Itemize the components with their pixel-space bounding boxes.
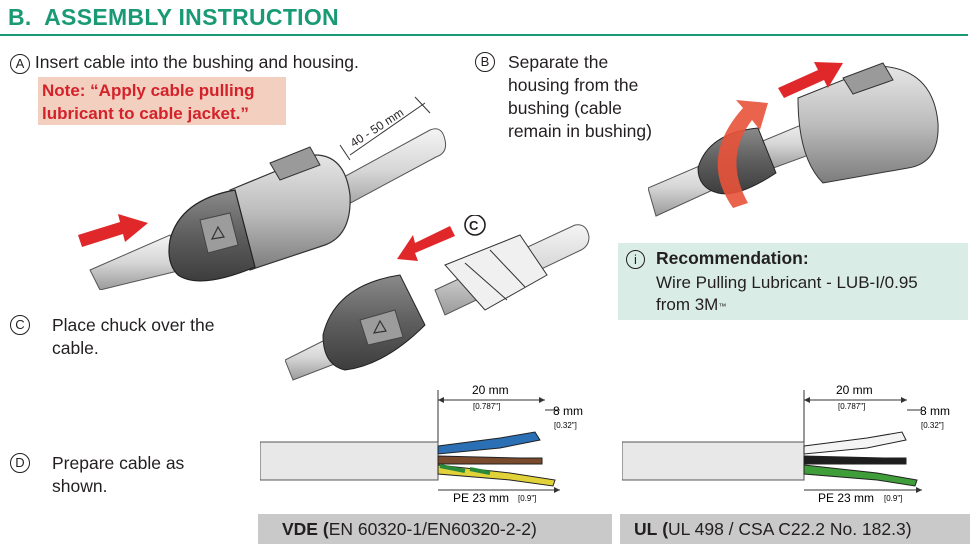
step-c-line-1: Place chuck over the	[52, 315, 215, 335]
housing	[229, 154, 351, 271]
section-header: B. ASSEMBLY INSTRUCTION	[0, 0, 980, 38]
pull-arrow-icon	[778, 62, 843, 98]
recommendation-body: Wire Pulling Lubricant - LUB-I/0.95 from…	[656, 272, 956, 316]
insert-arrow-icon	[78, 214, 148, 247]
rotate-arrow-icon	[717, 100, 768, 208]
step-c: C Place chuck over the cable.	[10, 314, 214, 360]
ul-strip-length-in: [0.787"]	[838, 402, 865, 411]
cable-segment	[319, 128, 447, 214]
ul-pe-length: PE 23 mm	[818, 491, 874, 505]
dimension-label: 40 - 50 mm	[348, 105, 407, 150]
housing	[797, 65, 939, 184]
section-title: B. ASSEMBLY INSTRUCTION	[8, 4, 339, 31]
bushing	[697, 127, 777, 195]
step-a: A Insert cable into the bushing and hous…	[10, 51, 359, 74]
recommendation-line-2: from 3M	[656, 295, 719, 314]
standard-ul-bar: UL (UL 498 / CSA C22.2 No. 182.3)	[620, 514, 970, 544]
step-b: B Separate the housing from the bushing …	[475, 51, 652, 143]
cable-segment	[89, 234, 183, 290]
step-a-text: Insert cable into the bushing and housin…	[34, 52, 359, 72]
step-b-marker: B	[475, 52, 495, 72]
standard-ul-code: UL	[634, 519, 658, 539]
figure-a-insert-cable: 40 - 50 mm	[78, 96, 447, 290]
chuck	[444, 234, 548, 311]
vde-pe-length: PE 23 mm	[453, 491, 509, 505]
figure-b-separate	[648, 62, 939, 217]
figure-c-chuck: C	[285, 215, 590, 381]
info-icon: i	[626, 250, 645, 269]
recommendation-title: Recommendation:	[656, 248, 809, 268]
step-d-line-2: shown.	[52, 476, 108, 496]
vde-pe-length-in: [0.9"]	[518, 494, 536, 503]
ul-pe-length-in: [0.9"]	[884, 494, 902, 503]
left-arrow-icon	[397, 226, 455, 261]
step-d: D Prepare cable as shown.	[10, 452, 184, 498]
note-box	[38, 77, 286, 125]
step-b-line-2: housing from the	[508, 75, 639, 95]
ul-tip-length: 8 mm	[920, 404, 950, 418]
cable-ul-diagram: 20 mm [0.787"] 8 mm [0.32"] PE 23 mm [0.…	[622, 383, 950, 505]
recommendation-box	[618, 243, 968, 320]
cable-vde-diagram: 20 mm [0.787"] 8 mm [0.32"] PE 23 mm [0.…	[260, 383, 583, 505]
figure-c-marker-circle	[464, 215, 486, 236]
step-b-line-4: remain in bushing)	[508, 121, 652, 141]
ul-tip-length-in: [0.32"]	[921, 421, 944, 430]
standard-vde-code: VDE	[282, 519, 318, 539]
step-b-line-1: Separate the	[508, 52, 609, 72]
step-d-line-1: Prepare cable as	[52, 453, 185, 473]
standard-vde-text: EN 60320-1/EN60320-2-2)	[328, 519, 537, 539]
vde-strip-length-in: [0.787"]	[473, 402, 500, 411]
standard-vde-bar: VDE (EN 60320-1/EN60320-2-2)	[258, 514, 612, 544]
note-text: Note: “Apply cable pulling lubricant to …	[42, 79, 255, 125]
trademark-symbol: ™	[718, 302, 727, 311]
section-heading: ASSEMBLY INSTRUCTION	[44, 4, 339, 30]
step-c-line-2: cable.	[52, 338, 99, 358]
recommendation-line-1: Wire Pulling Lubricant - LUB-I/0.95	[656, 273, 918, 292]
note-line-1: Note: “Apply cable pulling	[42, 81, 255, 100]
vde-tip-length: 8 mm	[553, 404, 583, 418]
section-letter: B.	[8, 4, 32, 30]
standard-ul-text: UL 498 / CSA C22.2 No. 182.3)	[668, 519, 912, 539]
header-rule	[0, 34, 968, 36]
step-c-marker: C	[10, 315, 30, 335]
vde-strip-length: 20 mm	[472, 383, 509, 397]
step-b-line-3: bushing (cable	[508, 98, 622, 118]
note-line-2: lubricant to cable jacket.”	[42, 104, 249, 123]
ul-strip-length: 20 mm	[836, 383, 873, 397]
step-a-marker: A	[10, 54, 30, 74]
figure-c-marker: C	[469, 218, 479, 233]
step-d-marker: D	[10, 453, 30, 473]
vde-tip-length-in: [0.32"]	[554, 421, 577, 430]
